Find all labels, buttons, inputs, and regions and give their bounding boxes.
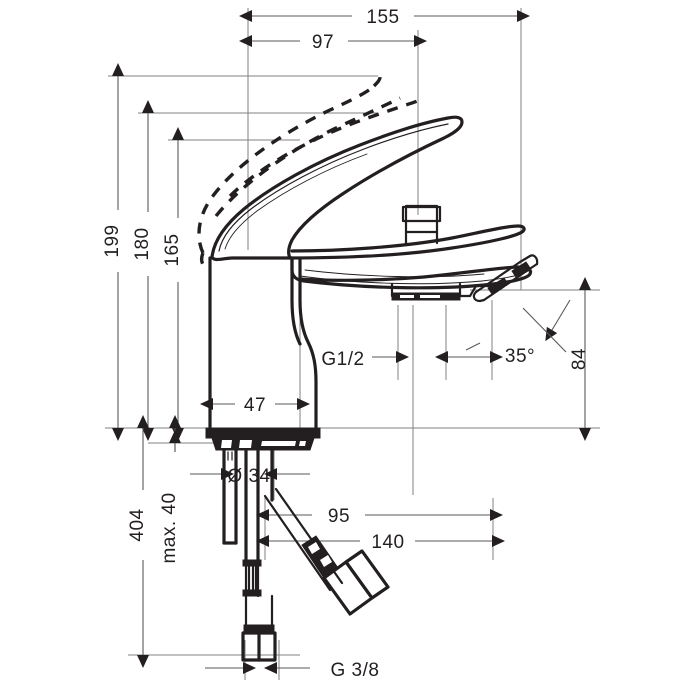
pullout-handle-detail	[472, 254, 539, 303]
dimension-label-199: 199	[102, 224, 123, 257]
dimension-outlet-gap	[435, 342, 503, 363]
thread-label-g38: G 3/8	[205, 660, 379, 681]
dimension-label-155: 155	[366, 7, 399, 28]
dimension-label-max40: max. 40	[159, 492, 180, 563]
dimension-47: 47	[200, 395, 310, 416]
dimension-165: 165	[162, 127, 184, 441]
dimension-95: 95	[256, 506, 503, 527]
extension-lines	[105, 8, 600, 680]
spout-body-top	[288, 224, 526, 260]
thread-label-g12: G1/2	[321, 349, 409, 370]
dimension-199: 199	[102, 63, 124, 441]
dimension-label-95: 95	[328, 506, 350, 527]
dimension-404: 404	[127, 415, 149, 668]
mounting-shank-assembly	[222, 448, 390, 662]
dimension-label-180: 180	[132, 227, 153, 260]
dimension-label-165: 165	[162, 233, 183, 266]
dimension-label-140: 140	[371, 532, 404, 553]
diverter-knob	[401, 204, 442, 245]
lever-raised-position-outline	[197, 76, 421, 271]
dimension-label-d34: Ø 34	[227, 466, 270, 487]
dimension-max40: max. 40	[159, 415, 181, 564]
dimension-label-84: 84	[569, 348, 590, 370]
faucet-base-escutcheon	[205, 427, 321, 451]
faucet-body-column	[208, 255, 318, 430]
dimension-angle-35: 35°	[505, 299, 571, 367]
thread-label-g12-text: G1/2	[321, 349, 364, 370]
spout-outlet-aerator	[390, 282, 492, 301]
lever-handle	[210, 115, 464, 262]
dimension-label-404: 404	[127, 508, 148, 541]
dimension-155: 155	[239, 7, 530, 28]
dimension-label-47: 47	[244, 395, 266, 416]
dimension-label-97: 97	[312, 32, 334, 53]
faucet-product-outline	[197, 76, 539, 662]
dimension-97: 97	[239, 32, 427, 53]
dimension-84: 84	[569, 277, 591, 441]
thread-label-g38-text: G 3/8	[331, 660, 380, 681]
dimension-diameter-34: Ø 34	[190, 466, 310, 487]
dimension-label-35deg: 35°	[505, 346, 535, 367]
flexible-hose-angled	[263, 487, 390, 616]
dimension-180: 180	[132, 100, 154, 441]
flexible-hose-vertical	[241, 558, 277, 662]
